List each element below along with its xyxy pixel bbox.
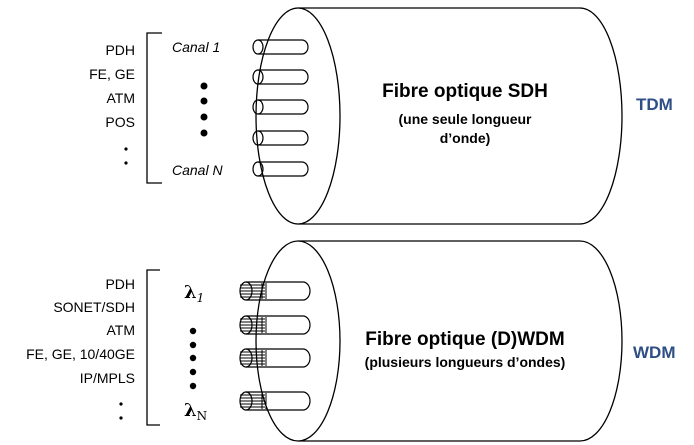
tdm-protocol-pos: POS bbox=[105, 114, 135, 130]
tdm-tag: TDM bbox=[636, 95, 673, 114]
tdm-bracket bbox=[146, 32, 162, 184]
wdm-protocol-ip-mpls: IP/MPLS bbox=[80, 370, 135, 386]
wdm-channel-dots bbox=[189, 327, 197, 390]
tdm-protocol-atm: ATM bbox=[106, 90, 135, 106]
tdm-protocol-ellipsis bbox=[124, 147, 128, 165]
wdm-protocol-atm: ATM bbox=[106, 322, 135, 338]
wdm-protocol-sonet-sdh: SONET/SDH bbox=[53, 299, 135, 315]
tdm-protocol-fe-ge: FE, GE bbox=[89, 66, 135, 82]
wdm-fiber-title: Fibre optique (D)WDM bbox=[365, 329, 564, 350]
tdm-channel-tube bbox=[252, 69, 309, 85]
tdm-channel-tube bbox=[252, 39, 309, 55]
tdm-fiber-cylinder bbox=[255, 7, 623, 225]
wdm-wavelength-bundle bbox=[239, 348, 311, 368]
wdm-wavelength-bundles bbox=[239, 281, 311, 411]
wdm-protocol-ethernet: FE, GE, 10/40GE bbox=[26, 346, 135, 362]
tdm-section: PDH FE, GE ATM POS Canal 1 Canal N bbox=[89, 7, 673, 225]
wdm-lambda-1-label: λ1 bbox=[184, 282, 204, 305]
tdm-canal-1-label: Canal 1 bbox=[172, 39, 220, 55]
tdm-fiber-subtitle-line1: (une seule longueur bbox=[398, 111, 532, 127]
tdm-fiber-subtitle-line2: d’onde) bbox=[440, 130, 491, 146]
tdm-fiber-title: Fibre optique SDH bbox=[382, 81, 548, 102]
wdm-section: PDH SONET/SDH ATM FE, GE, 10/40GE IP/MPL… bbox=[26, 240, 675, 442]
wdm-fiber-cylinder bbox=[255, 240, 623, 442]
wdm-wavelength-bundle bbox=[239, 281, 311, 301]
wdm-wavelength-bundle bbox=[239, 391, 311, 411]
wdm-protocol-ellipsis bbox=[119, 402, 123, 420]
wdm-lambda-n-label: λN bbox=[184, 400, 207, 423]
tdm-channel-tube bbox=[252, 161, 309, 177]
tdm-canal-n-label: Canal N bbox=[172, 162, 223, 178]
tdm-channel-tubes bbox=[252, 39, 309, 177]
tdm-channel-dots bbox=[200, 82, 208, 137]
tdm-channel-tube bbox=[252, 130, 309, 146]
wdm-bracket bbox=[146, 269, 160, 426]
wdm-tag: WDM bbox=[633, 343, 675, 362]
tdm-channel-tube bbox=[252, 99, 309, 115]
wdm-wavelength-bundle bbox=[239, 315, 311, 335]
tdm-protocol-pdh: PDH bbox=[105, 42, 135, 58]
wdm-fiber-subtitle: (plusieurs longueurs d’ondes) bbox=[365, 354, 566, 370]
wdm-protocol-pdh: PDH bbox=[105, 276, 135, 292]
